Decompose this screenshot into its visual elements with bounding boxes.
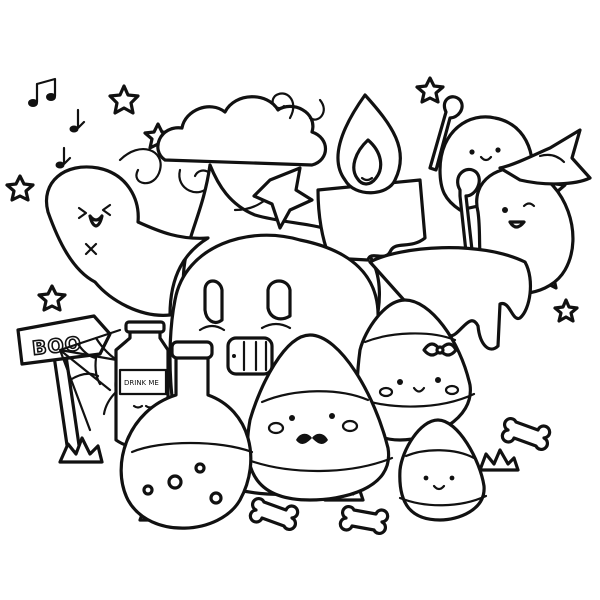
vine-swirl: [118, 148, 162, 185]
bone-icon: [500, 417, 552, 451]
bone-icon: [248, 497, 300, 531]
leaf-shape: [252, 166, 314, 230]
spoon-shape: [428, 95, 464, 172]
music-note-icon: [28, 77, 57, 107]
star-icon: [5, 174, 35, 202]
witch-hat-icon: [498, 128, 592, 186]
cloud-shape: [156, 95, 328, 167]
boo-sign: [16, 314, 112, 366]
spoon-shape: [456, 167, 481, 254]
potion-bottle-icon: [119, 340, 254, 530]
grass-tuft: [58, 436, 104, 464]
bottle-label: DRINK ME: [124, 379, 159, 387]
vine-swirl: [308, 98, 325, 121]
star-icon: [553, 298, 579, 323]
candy-corn-icon: [398, 418, 488, 522]
star-icon: [415, 76, 445, 104]
candy-corn-icon: [245, 333, 394, 502]
cake-shape: [316, 178, 427, 262]
music-note-icon: [55, 146, 72, 169]
grass-tuft: [478, 448, 520, 472]
star-icon: [108, 84, 140, 115]
bone-icon: [338, 505, 390, 535]
star-icon: [37, 284, 67, 312]
ghost-icon: [44, 165, 210, 317]
vine-swirl: [271, 92, 295, 120]
music-note-icon: [69, 108, 86, 133]
monster-mouth: [226, 336, 274, 376]
